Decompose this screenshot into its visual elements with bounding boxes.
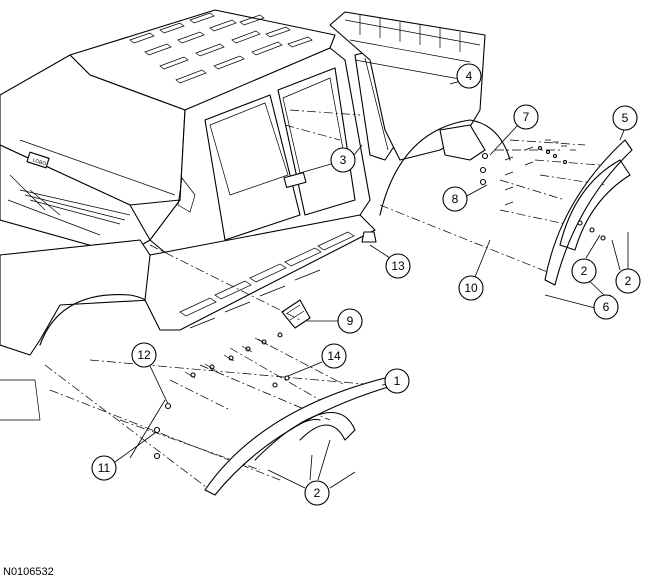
svg-text:10: 10: [464, 281, 478, 295]
svg-text:12: 12: [137, 348, 151, 362]
callout-12: 12: [131, 342, 157, 368]
callout-9: 9: [337, 308, 363, 334]
svg-text:7: 7: [523, 110, 530, 124]
callout-2-front: 2: [304, 480, 330, 506]
callout-4: 4: [456, 63, 482, 89]
callout-13: 13: [385, 253, 411, 279]
callout-11: 11: [91, 455, 117, 481]
svg-text:14: 14: [327, 349, 341, 363]
callout-2-rear-left: 2: [571, 258, 597, 284]
svg-text:5: 5: [622, 111, 629, 125]
callout-8: 8: [442, 186, 468, 212]
callout-7: 7: [513, 104, 539, 130]
svg-text:13: 13: [391, 259, 405, 273]
rear-wheel-flare: [544, 139, 633, 286]
svg-text:LOBO: LOBO: [32, 158, 47, 168]
svg-text:2: 2: [625, 274, 632, 288]
svg-text:6: 6: [603, 300, 610, 314]
callout-5: 5: [612, 105, 638, 131]
svg-text:2: 2: [314, 486, 321, 500]
svg-text:3: 3: [340, 153, 347, 167]
svg-text:2: 2: [581, 264, 588, 278]
svg-text:8: 8: [452, 192, 459, 206]
callout-2-rear-right: 2: [615, 268, 641, 294]
callout-1: 1: [384, 368, 410, 394]
fasteners: [153, 139, 606, 460]
callout-10: 10: [458, 275, 484, 301]
truck-illustration: LOBO: [0, 9, 511, 421]
figure-id: N0106532: [3, 566, 54, 578]
svg-text:9: 9: [347, 314, 354, 328]
callout-6: 6: [593, 294, 619, 320]
callout-3: 3: [330, 147, 356, 173]
front-wheel-flare: [204, 377, 396, 496]
svg-text:11: 11: [98, 461, 111, 475]
callout-14: 14: [321, 343, 347, 369]
svg-text:4: 4: [466, 69, 473, 83]
svg-text:1: 1: [394, 374, 401, 388]
